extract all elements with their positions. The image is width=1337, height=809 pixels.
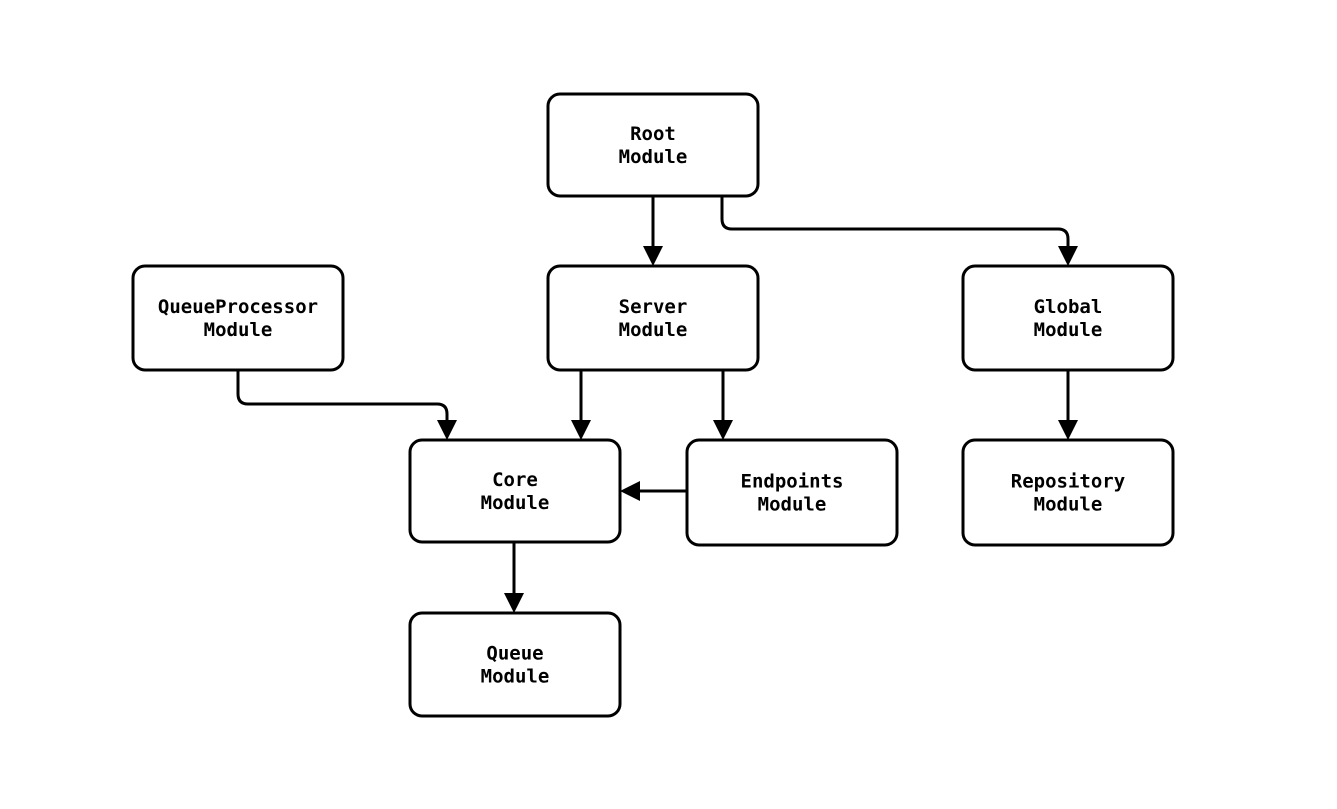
node-label-line2: Module <box>619 319 688 341</box>
node-label-line2: Module <box>481 492 550 514</box>
arrowhead-icon <box>437 420 457 440</box>
arrowhead-icon <box>504 593 524 613</box>
node-box[interactable] <box>685 438 899 547</box>
node-label-line2: Module <box>204 319 273 341</box>
node-label-line2: Module <box>619 146 688 168</box>
edge-root-to-server <box>643 196 663 266</box>
node-label-line2: Module <box>481 665 550 687</box>
arrowhead-icon <box>1058 246 1078 266</box>
node-box[interactable] <box>546 264 760 372</box>
arrowhead-icon <box>643 246 663 266</box>
node-label-line1: Core <box>492 469 538 491</box>
edge-endpoints-to-core <box>620 481 687 501</box>
node-label-line1: Repository <box>1011 470 1125 492</box>
node-box[interactable] <box>961 438 1175 547</box>
arrowhead-icon <box>620 481 640 501</box>
edge-server-to-core <box>571 370 591 440</box>
edge-core-to-queue <box>504 542 524 613</box>
edge-server-to-endpoints <box>713 370 733 440</box>
node-label-line1: QueueProcessor <box>158 296 318 318</box>
node-box[interactable] <box>131 264 345 372</box>
node-label-line2: Module <box>1034 493 1103 515</box>
edge-queueprocessor-to-core <box>236 370 457 440</box>
edge-line <box>236 370 449 424</box>
node-box[interactable] <box>408 438 622 544</box>
node-box[interactable] <box>408 611 622 718</box>
node-box[interactable] <box>546 92 760 198</box>
arrowhead-icon <box>1058 420 1078 440</box>
node-label-line1: Root <box>630 123 676 145</box>
edge-global-to-repository <box>1058 370 1078 440</box>
node-label-line1: Global <box>1034 296 1103 318</box>
edge-line <box>720 196 1070 250</box>
node-label-line2: Module <box>758 493 827 515</box>
node-label-line1: Endpoints <box>741 470 844 492</box>
node-label-line1: Server <box>619 296 688 318</box>
arrowhead-icon <box>571 420 591 440</box>
node-label-line2: Module <box>1034 319 1103 341</box>
arrowhead-icon <box>713 420 733 440</box>
edges-layer <box>236 196 1078 613</box>
node-box[interactable] <box>961 264 1175 372</box>
node-label-line1: Queue <box>486 642 543 664</box>
edge-root-to-global <box>720 196 1078 266</box>
